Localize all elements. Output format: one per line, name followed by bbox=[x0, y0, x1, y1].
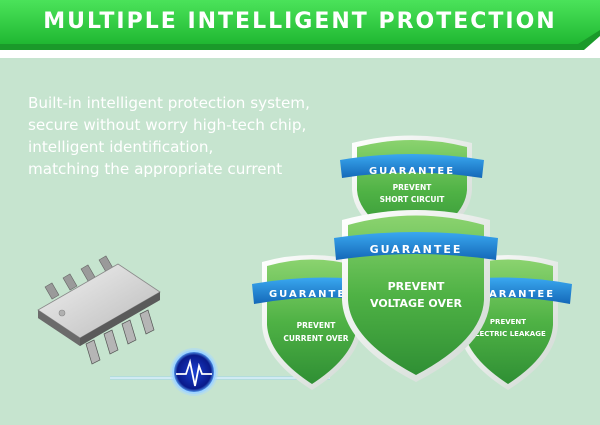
shield-current-over: GUARANTEE PREVENT CURRENT OVER bbox=[252, 255, 380, 390]
intro-line: secure without worry high-tech chip, bbox=[28, 116, 307, 134]
shield-label: ELECTRIC LEAKAGE bbox=[470, 330, 546, 338]
intro-line: Built-in intelligent protection system, bbox=[28, 94, 310, 112]
shield-label: SHORT CIRCUIT bbox=[380, 195, 446, 204]
shield-label: PREVENT bbox=[388, 280, 445, 293]
intro-line: matching the appropriate current bbox=[28, 160, 283, 178]
shield-voltage-over: GUARANTEE PREVENT VOLTAGE OVER bbox=[334, 210, 498, 382]
title-banner bbox=[0, 0, 600, 50]
shield-label: VOLTAGE OVER bbox=[370, 297, 462, 310]
banner-title: MULTIPLE INTELLIGENT PROTECTION bbox=[43, 9, 557, 34]
shield-label: PREVENT bbox=[490, 318, 526, 326]
intro-line: intelligent identification, bbox=[28, 138, 214, 156]
shield-label: CURRENT OVER bbox=[283, 334, 348, 343]
intro-text: Built-in intelligent protection system, … bbox=[28, 92, 348, 180]
guarantee-badge: GUARANTEE bbox=[369, 166, 455, 177]
guarantee-badge: GUARANTEE bbox=[469, 289, 555, 300]
chip-icon bbox=[37, 255, 161, 365]
guarantee-badge: GUARANTEE bbox=[269, 289, 355, 300]
shield-label: PREVENT bbox=[393, 183, 433, 192]
pulse-icon bbox=[170, 348, 218, 396]
guarantee-badge: GUARANTEE bbox=[370, 243, 463, 256]
shield-label: PREVENT bbox=[297, 321, 337, 330]
